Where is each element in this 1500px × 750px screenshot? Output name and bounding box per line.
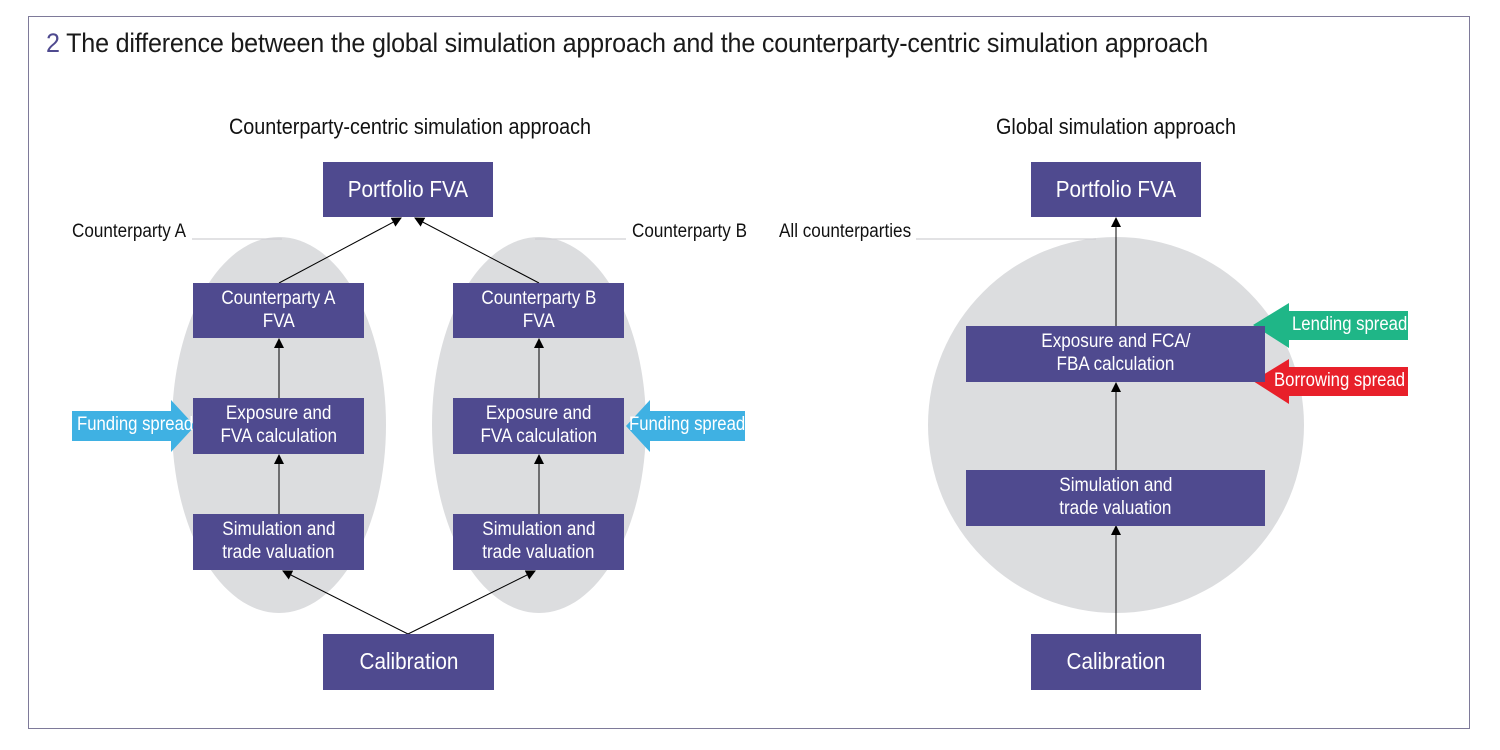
left-panel-title: Counterparty-centric simulation approach bbox=[228, 114, 592, 139]
funding-spread-arrow-a bbox=[72, 400, 195, 452]
right-panel-title: Global simulation approach bbox=[996, 114, 1236, 139]
figure-number: 2 bbox=[46, 28, 60, 58]
box-line: Simulation and bbox=[221, 519, 336, 541]
figure-title-text: The difference between the global simula… bbox=[66, 28, 1209, 58]
box-line: Exposure and FCA/ bbox=[1040, 331, 1191, 353]
right-portfolio-fva-box: Portfolio FVA bbox=[1031, 162, 1201, 217]
connector-cpb-fva-to-portfolio bbox=[414, 217, 540, 284]
box-line: FVA bbox=[262, 310, 295, 332]
connector-cpa-fva-to-portfolio bbox=[278, 217, 402, 284]
lending-spread-label: Lending spread bbox=[1292, 314, 1408, 335]
counterparty-a-label: Counterparty A bbox=[72, 221, 187, 242]
global-exposure-box: Exposure and FCA/ FBA calculation bbox=[966, 326, 1265, 382]
borrowing-spread-label: Borrowing spread bbox=[1274, 370, 1406, 391]
connector-calibration-to-cpa-simulation bbox=[282, 570, 409, 635]
box-line: FVA bbox=[522, 310, 555, 332]
funding-spread-label-b: Funding spread bbox=[629, 414, 746, 435]
box-line: Exposure and bbox=[485, 403, 592, 425]
counterparty-b-exposure-box: Exposure and FVA calculation bbox=[453, 398, 624, 454]
box-line: FVA calculation bbox=[480, 426, 597, 447]
counterparty-a-simulation-box: Simulation and trade valuation bbox=[193, 514, 364, 570]
borrowing-spread-arrow bbox=[1253, 359, 1408, 404]
counterparty-b-fva-box: Counterparty B FVA bbox=[453, 283, 624, 338]
all-counterparties-label: All counterparties bbox=[779, 221, 912, 242]
global-simulation-box: Simulation and trade valuation bbox=[966, 470, 1265, 526]
box-line: Simulation and bbox=[1058, 475, 1173, 497]
box-line: trade valuation bbox=[222, 542, 335, 563]
counterparty-a-exposure-box: Exposure and FVA calculation bbox=[193, 398, 364, 454]
right-portfolio-fva-label: Portfolio FVA bbox=[1055, 175, 1177, 202]
counterparty-a-fva-box: Counterparty A FVA bbox=[193, 283, 364, 338]
box-line: Counterparty B bbox=[480, 287, 597, 309]
box-line: trade valuation bbox=[482, 542, 595, 563]
box-line: Exposure and bbox=[225, 403, 332, 425]
funding-spread-label-a: Funding spread bbox=[77, 414, 194, 435]
left-calibration-box: Calibration bbox=[323, 634, 494, 690]
right-calibration-label: Calibration bbox=[1066, 648, 1166, 675]
left-calibration-label: Calibration bbox=[359, 648, 458, 675]
left-portfolio-fva-label: Portfolio FVA bbox=[347, 175, 469, 202]
left-portfolio-fva-box: Portfolio FVA bbox=[323, 162, 493, 217]
box-line: FVA calculation bbox=[220, 426, 337, 447]
box-line: trade valuation bbox=[1059, 498, 1172, 519]
box-line: Counterparty A bbox=[221, 287, 336, 309]
figure-title: 2 The difference between the global simu… bbox=[46, 28, 1208, 59]
counterparty-b-label: Counterparty B bbox=[632, 221, 748, 242]
right-calibration-box: Calibration bbox=[1031, 634, 1201, 690]
box-line: Simulation and bbox=[481, 519, 596, 541]
connector-calibration-to-cpb-simulation bbox=[407, 570, 536, 635]
box-line: FBA calculation bbox=[1056, 354, 1175, 375]
funding-spread-arrow-b bbox=[626, 400, 745, 452]
counterparty-b-simulation-box: Simulation and trade valuation bbox=[453, 514, 624, 570]
lending-spread-arrow bbox=[1253, 303, 1408, 348]
